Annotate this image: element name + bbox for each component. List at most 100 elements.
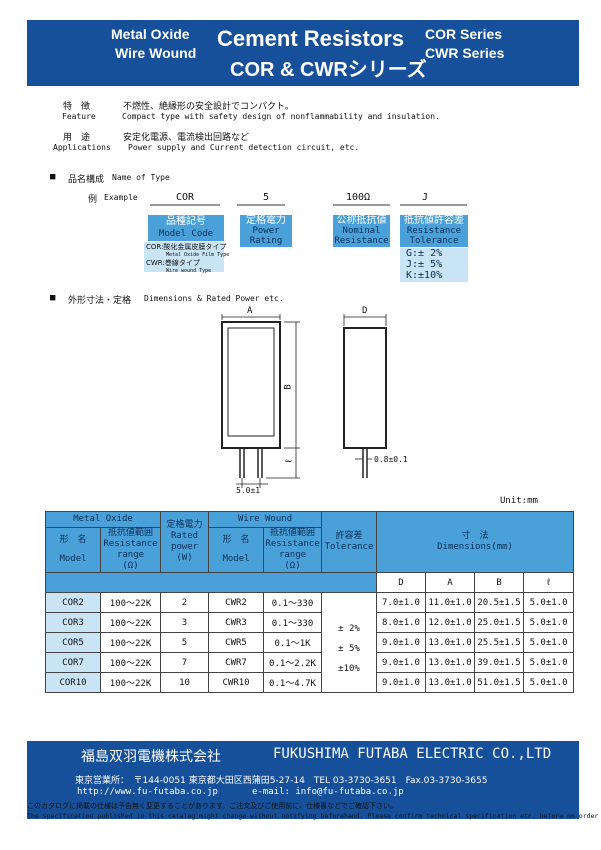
dim-l: 5.0±1.0: [523, 632, 575, 653]
col-l-header: ℓ: [523, 572, 575, 593]
model-code-note-box: COR:酸化金属皮膜タイプ Metal Oxide Film Type CWR:…: [144, 242, 230, 274]
power-rating-box: 定格電力 Power Rating: [240, 215, 292, 247]
use-label-jp: 用 途: [63, 133, 91, 143]
col-d-header: D: [376, 572, 427, 593]
cwr-model: CWR7: [208, 652, 265, 673]
nominal-resistance-en1: Nominal: [342, 226, 381, 236]
cor-range-en1: Resistance: [103, 539, 158, 549]
power-rating-en1: Power: [252, 226, 280, 236]
feature-text-en: Compact type with safety design of nonfl…: [122, 112, 440, 121]
dim-label-b: B: [283, 384, 294, 390]
disclaimer-en: The specification published in this cata…: [27, 812, 601, 820]
cor-model-en: Model: [59, 554, 87, 564]
type-heading-en: Name of Type: [112, 173, 170, 182]
dimensions-header-en: Dimensions(mm): [437, 542, 513, 552]
nominal-resistance-jp: 公称抵抗値: [336, 215, 387, 226]
cor-range-jp: 抵抗値範囲: [108, 528, 154, 538]
model-code-box: 品種記号 Model Code: [148, 215, 224, 241]
page-title: Cement Resistors: [217, 26, 405, 51]
dim-b: 20.5±1.5: [474, 592, 525, 613]
example-label-en: Example: [104, 193, 138, 202]
cwr-range: 0.1～1K: [263, 632, 323, 653]
dim-a: 13.0±1.0: [425, 652, 476, 673]
rated-power: 3: [160, 612, 210, 633]
table-row: COR2 100～22K 2 CWR2 0.1～330 ± 2% ± 5% ±1…: [45, 592, 575, 693]
tolerance-value-g: G:± 2%: [406, 248, 443, 259]
tolerance-cell: ± 2% ± 5% ±10%: [321, 592, 378, 693]
tolerance-cell-j: ± 5%: [338, 644, 360, 654]
dim-d: 9.0±1.0: [376, 632, 427, 653]
company-name-en: FUKUSHIMA FUTABA ELECTRIC CO.,LTD: [273, 746, 552, 762]
header-right-line1: COR Series: [425, 26, 503, 42]
cwr-range-en1: Resistance: [265, 539, 320, 549]
dim-l: 5.0±1.0: [523, 592, 575, 613]
col-a-header: A: [425, 572, 476, 593]
cor-range-unit: (Ω): [122, 561, 139, 571]
dim-a: 13.0±1.0: [425, 672, 476, 693]
email-link[interactable]: e-mail: info@fu-futaba.co.jp: [252, 787, 404, 797]
cwr-range: 0.1～330: [263, 592, 323, 613]
type-part-tolerance: J: [422, 192, 429, 203]
header-banner: Metal Oxide Wire Wound Cement Resistors …: [27, 20, 579, 86]
dim-d: 7.0±1.0: [376, 592, 427, 613]
header-left-line1: Metal Oxide: [111, 26, 190, 42]
spec-table: Metal Oxide 定格電力 Rated power (W) Wire Wo…: [44, 511, 575, 693]
dim-d: 8.0±1.0: [376, 612, 427, 633]
feature-label-en: Feature: [62, 112, 96, 121]
power-rating-en2: Rating: [249, 236, 283, 246]
header-left-line2: Wire Wound: [115, 45, 197, 61]
model-note-2-en: Wire wound Type: [166, 268, 212, 274]
cwr-range-jp: 抵抗値範囲: [270, 528, 316, 538]
rated-power-jp: 定格電力: [166, 520, 203, 530]
dim-d: 9.0±1.0: [376, 672, 427, 693]
col-b-header: B: [474, 572, 525, 593]
lead-pitch: 5.0±1: [236, 486, 261, 495]
cor-range-en2: range: [116, 550, 145, 560]
tolerance-value-j: J:± 5%: [406, 259, 443, 270]
cwr-model: CWR5: [208, 632, 265, 653]
cor-range: 100～22K: [99, 612, 162, 633]
office-address: 東京営業所： 〒144-0051 東京都大田区西蒲田5-27-14 TEL 03…: [75, 776, 488, 786]
cwr-model-jp: 形 名: [222, 535, 250, 545]
rated-power: 5: [160, 632, 210, 653]
footer-banner: 福島双羽電機株式会社 FUKUSHIMA FUTABA ELECTRIC CO.…: [27, 741, 579, 819]
type-heading-bullet: ■: [50, 172, 56, 182]
rated-power: 7: [160, 652, 210, 673]
dim-label-l: ℓ: [284, 458, 295, 464]
cwr-range: 0.1～330: [263, 612, 323, 633]
type-part-model: COR: [176, 192, 195, 203]
cwr-range-header: 抵抗値範囲 Resistance range (Ω): [263, 527, 323, 573]
table-row: COR3 100～22K 3 CWR3 0.1～330 8.0±1.0 12.0…: [45, 612, 575, 633]
dim-label-d: D: [362, 306, 368, 316]
model-note-1-en: Metal Oxide Film Type: [166, 252, 230, 258]
tolerance-cell-k: ±10%: [338, 664, 360, 674]
feature-text-jp: 不燃性、絶縁形の安全設計でコンパクト。: [123, 102, 294, 112]
dim-a: 11.0±1.0: [425, 592, 476, 613]
tolerance-values-box: G:± 2% J:± 5% K:±10%: [400, 248, 468, 282]
wire-wound-header: Wire Wound: [208, 511, 323, 528]
company-name-jp: 福島双羽電機株式会社: [81, 749, 221, 765]
website-link[interactable]: http://www.fu-futaba.co.jp: [77, 787, 218, 797]
dim-a: 13.0±1.0: [425, 632, 476, 653]
rated-power-en1: Rated: [170, 531, 199, 541]
feature-label-jp: 特 徴: [63, 102, 91, 112]
dim-l: 5.0±1.0: [523, 612, 575, 633]
disclaimer-jp: このカタログに掲載の仕様は予告無く変更することがあります。ご注文及びご使用前に、…: [27, 802, 397, 810]
cwr-range: 0.1～2.2K: [263, 652, 323, 673]
rated-power-en2: power: [170, 542, 199, 552]
cor-range: 100～22K: [99, 592, 162, 613]
dim-b: 25.5±1.5: [474, 632, 525, 653]
resistor-front-inner: [227, 327, 275, 437]
model-note-1-jp: COR:酸化金属皮膜タイプ: [146, 243, 227, 251]
model-code-en: Model Code: [158, 229, 214, 239]
dim-l: 5.0±1.0: [523, 652, 575, 673]
resistor-side-body: [343, 327, 387, 449]
nominal-resistance-box: 公称抵抗値 Nominal Resistance: [333, 215, 390, 247]
power-rating-jp: 定格電力: [246, 215, 286, 226]
cor-range: 100～22K: [99, 632, 162, 653]
dim-b: 25.0±1.5: [474, 612, 525, 633]
cor-range: 100～22K: [99, 652, 162, 673]
rated-power: 10: [160, 672, 210, 693]
use-text-en: Power supply and Current detection circu…: [128, 143, 360, 152]
dim-l: 5.0±1.0: [523, 672, 575, 693]
